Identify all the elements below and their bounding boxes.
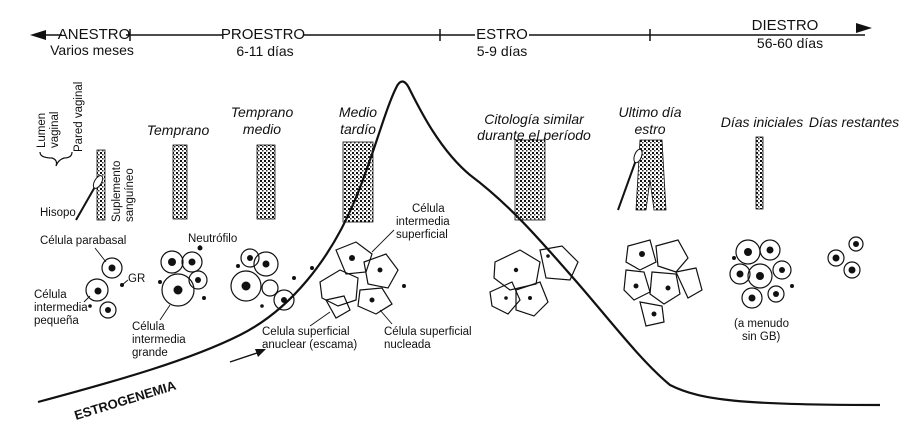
phase-diestro-duration: 56-60 días (757, 35, 823, 51)
stage-ultimo-dia-1: Ultimo día (618, 104, 681, 120)
label-menudo-2: sin GB) (742, 331, 781, 343)
label-menudo-1: (a menudo (734, 318, 789, 330)
phase-diestro-label: DIESTRO (752, 17, 819, 34)
label-int-sup-3: superficial (396, 229, 448, 241)
stage-ultimo-dia-2: estro (634, 121, 665, 137)
label-anuclear-2: anuclear (escama) (262, 339, 357, 351)
vaginal-anatomy: Lumen vaginal Pared vaginal Suplemento s… (36, 82, 136, 222)
hisopo-label: Hisopo (40, 207, 76, 219)
vaginal-wall-strips (173, 137, 763, 222)
swab-stick (76, 185, 96, 220)
label-intermedia-grande-2: intermedia (132, 334, 186, 346)
cells-ultimo-dia (624, 240, 702, 326)
phase-proestro-duration: 6-11 días (236, 43, 293, 59)
suplemento-label-1: Suplemento (111, 161, 123, 222)
label-intermedia-grande-3: grande (132, 347, 168, 359)
label-intermedia-pequena-2: intermedia (34, 302, 88, 314)
stage-medio-tardio-1: Medio (339, 104, 377, 120)
wall-strip-dias-iniciales (756, 137, 763, 209)
stage-temprano: Temprano (147, 122, 210, 138)
stage-headings: Temprano Temprano medio Medio tardío Cit… (147, 104, 899, 143)
pared-vaginal-label: Pared vaginal (73, 82, 85, 152)
wall-strip-estro (515, 140, 545, 220)
phase-estro-duration: 5-9 días (477, 43, 528, 59)
timeline-right-arrow-icon (856, 23, 872, 33)
cell-labels: Célula parabasal GR Célula intermedia pe… (34, 203, 789, 359)
phase-estro-label: ESTRO (476, 26, 528, 43)
lumen-brace (40, 152, 72, 166)
label-anuclear-1: Celula superficial (262, 326, 350, 338)
label-parabasal: Célula parabasal (40, 235, 126, 247)
lumen-label-1: Lumen (36, 113, 48, 148)
swab-stick-2 (618, 160, 636, 210)
suplemento-label-2: sanguíneo (124, 168, 136, 222)
label-nucleada-2: nucleada (384, 339, 431, 351)
lumen-label-2: vaginal (49, 112, 61, 148)
stage-dias-iniciales: Días iniciales (721, 114, 803, 130)
stage-temprano-medio-1: Temprano (231, 104, 294, 120)
cells-temprano-medio (231, 249, 296, 310)
stage-dias-restantes: Días restantes (809, 114, 899, 130)
timeline-left-arrow-icon (30, 30, 46, 40)
label-neutrofilo: Neutrófilo (188, 233, 237, 245)
cells-medio-tardio (310, 242, 406, 318)
label-gr: GR (128, 273, 145, 285)
wall-strip-temprano-medio (257, 145, 275, 219)
label-intermedia-pequena-1: Célula (34, 289, 67, 301)
phase-anestro-label: ANESTRO (58, 26, 131, 43)
phase-anestro-duration: Varios meses (50, 42, 134, 58)
estrogenemia-label: ESTROGENEMIA (72, 378, 178, 423)
timeline: ANESTRO Varios meses PROESTRO 6-11 días … (30, 14, 872, 59)
stage-temprano-medio-2: medio (243, 121, 281, 137)
phase-proestro-label: PROESTRO (221, 26, 305, 43)
cells-dias-restantes (828, 237, 863, 278)
label-intermedia-pequena-3: pequeña (34, 315, 79, 327)
curve-arrow-shaft (230, 352, 260, 362)
label-intermedia-grande-1: Célula (132, 321, 165, 333)
wall-strip-temprano (173, 145, 187, 219)
stage-medio-tardio-2: tardío (340, 121, 376, 137)
stage-citologia-1: Citología similar (484, 111, 585, 127)
cells-dias-iniciales (730, 240, 794, 308)
label-int-sup-1: Célula (412, 203, 445, 215)
cells-temprano (158, 246, 207, 307)
cells-estro (490, 246, 578, 316)
wall-strip-medio-tardio (343, 142, 373, 222)
label-int-sup-2: intermedia (396, 216, 450, 228)
cells-anestro (86, 258, 124, 318)
label-nucleada-1: Célula superficial (384, 326, 472, 338)
